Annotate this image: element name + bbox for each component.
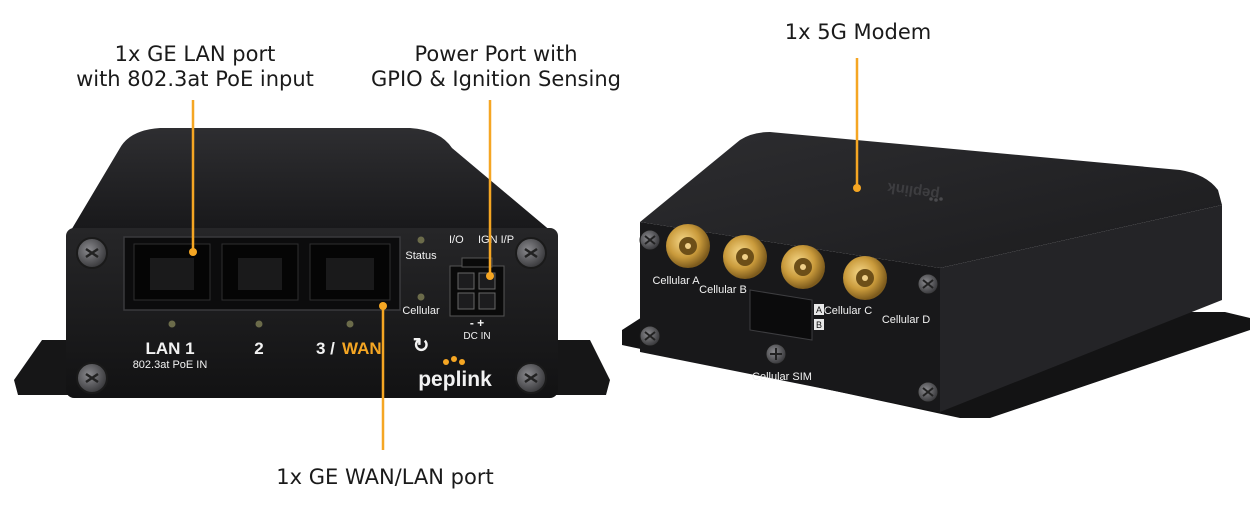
- callout-power-line-2: GPIO & Ignition Sensing: [371, 67, 621, 91]
- front-device: LAN 1 802.3at PoE IN 2 3 / WAN Status Ce…: [14, 128, 610, 398]
- callout-wan-port: 1x GE WAN/LAN port: [260, 465, 510, 490]
- lan3-led: [346, 320, 354, 328]
- callout-leaders: [189, 58, 861, 450]
- antenna-connector-c: [781, 245, 825, 289]
- callout-power-port: Power Port with GPIO & Ignition Sensing: [364, 42, 628, 92]
- leader-wan-dot: [379, 302, 387, 310]
- port-label-wan: WAN: [342, 339, 382, 358]
- front-top-shell: [70, 128, 552, 232]
- io-label: I/O: [449, 234, 464, 246]
- callout-lan-port: 1x GE LAN port with 802.3at PoE input: [70, 42, 320, 92]
- ign-label: IGN I/P: [478, 234, 514, 246]
- screw-icon: [639, 229, 661, 251]
- ethernet-port-2: [221, 243, 299, 301]
- sim-slot-a-badge: [814, 304, 824, 315]
- status-led: [417, 236, 425, 244]
- lan1-led: [168, 320, 176, 328]
- screw-icon: [515, 237, 547, 269]
- sim-slot-b: B: [816, 320, 822, 330]
- sim-slot-b-badge: [814, 319, 824, 330]
- status-label: Status: [405, 250, 437, 262]
- dc-in-label: DC IN: [463, 331, 490, 342]
- leader-lan-dot: [189, 248, 197, 256]
- screw-icon: [917, 381, 939, 403]
- callout-power-line-1: Power Port with: [414, 42, 578, 66]
- peplink-logo: peplink: [418, 356, 492, 391]
- cellular-led: [417, 293, 425, 301]
- sim-tray: [749, 289, 813, 341]
- screw-icon: [76, 362, 108, 394]
- screw-icon: [639, 325, 661, 347]
- ethernet-port-1: [133, 243, 211, 301]
- port-label-lan1: LAN 1: [145, 339, 194, 358]
- reset-icon: ↻: [413, 335, 430, 357]
- dc-polarity: - +: [470, 316, 484, 330]
- screw-icon: [76, 237, 108, 269]
- antenna-label-d: Cellular D: [882, 314, 930, 326]
- antenna-label-b: Cellular B: [699, 284, 747, 296]
- callout-lan-line-1: 1x GE LAN port: [114, 42, 276, 66]
- sim-slot-a: A: [816, 305, 822, 315]
- ethernet-port-3: [309, 243, 391, 301]
- power-connector: [449, 257, 505, 317]
- screw-icon: [765, 343, 787, 365]
- leader-modem-dot: [853, 184, 861, 192]
- rear-side-face: [940, 205, 1222, 412]
- antenna-connector-b: [723, 235, 767, 279]
- port-label-2: 2: [254, 339, 263, 358]
- antenna-label-a: Cellular A: [652, 275, 700, 287]
- lan2-led: [255, 320, 263, 328]
- cellular-label: Cellular: [402, 305, 440, 317]
- screw-icon: [515, 362, 547, 394]
- front-brand: peplink: [418, 368, 492, 391]
- leader-power-dot: [486, 272, 494, 280]
- antenna-connector-d: [843, 256, 887, 300]
- callout-modem-line-1: 1x 5G Modem: [784, 20, 932, 44]
- rear-device: Cellular A Cellular B Cellular C Cellula…: [622, 132, 1250, 418]
- port-label-3: 3 /: [316, 339, 335, 358]
- callout-wan-line-1: 1x GE WAN/LAN port: [276, 465, 494, 489]
- callout-5g-modem: 1x 5G Modem: [768, 20, 948, 45]
- antenna-connector-a: [666, 224, 710, 268]
- screw-icon: [917, 273, 939, 295]
- sim-label: Cellular SIM: [752, 371, 812, 383]
- antenna-label-c: Cellular C: [824, 305, 872, 317]
- callout-lan-line-2: with 802.3at PoE input: [76, 67, 314, 91]
- poe-note: 802.3at PoE IN: [133, 359, 208, 371]
